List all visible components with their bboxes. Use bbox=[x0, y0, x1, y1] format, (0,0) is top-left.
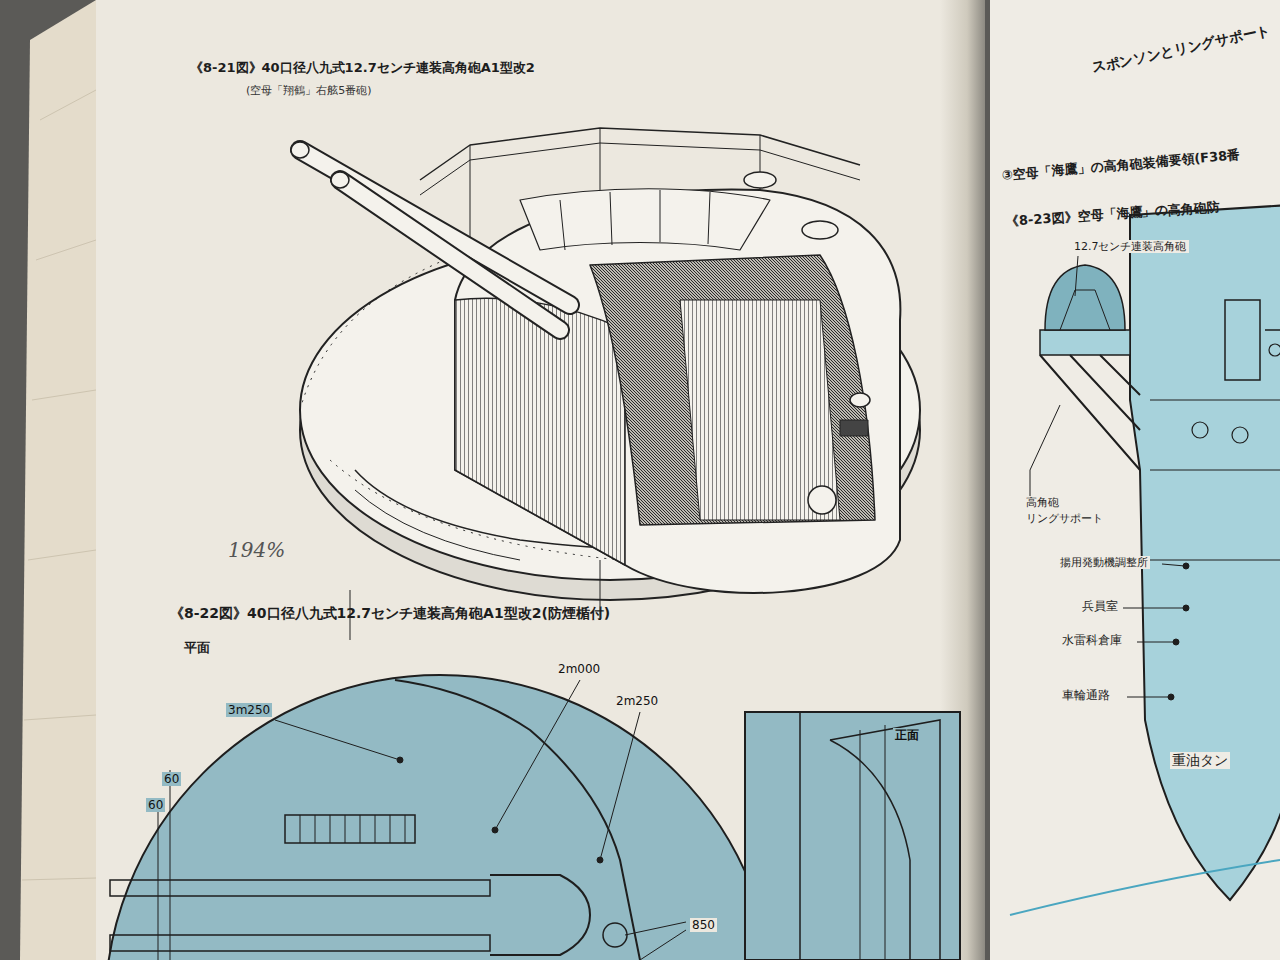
dimension-label: 2m000 bbox=[556, 662, 602, 676]
dimension-label: 2m250 bbox=[614, 694, 660, 708]
section-heading: スポンソンとリングサポート bbox=[1088, 22, 1273, 77]
figure-caption: 《8-23図》空母「海鷹」の高角砲防 bbox=[1003, 199, 1222, 230]
part-label: 重油タン bbox=[1170, 752, 1230, 769]
part-label: 高角砲 bbox=[1024, 496, 1061, 509]
dimension-label: 60 bbox=[146, 798, 165, 812]
section-heading: ③空母「海鷹」の高角砲装備要領(F38番 bbox=[999, 147, 1242, 184]
part-label: 兵員室 bbox=[1080, 599, 1120, 613]
view-label: 正面 bbox=[893, 728, 921, 742]
turret-illustration bbox=[291, 128, 920, 640]
part-label: 車輪通路 bbox=[1060, 688, 1112, 702]
part-label: 水雷科倉庫 bbox=[1060, 633, 1124, 647]
part-label: 揚用発動機調整所 bbox=[1058, 556, 1150, 569]
view-label: 平面 bbox=[182, 640, 212, 656]
dimension-label: 850 bbox=[690, 918, 717, 932]
plan-view bbox=[105, 675, 775, 960]
sponson-drawing bbox=[1010, 205, 1280, 915]
page-edges bbox=[20, 0, 96, 960]
dimension-label: 3m250 bbox=[226, 703, 272, 717]
front-view bbox=[745, 712, 960, 960]
figure-subcaption: (空母「翔鶴」右舷5番砲) bbox=[244, 84, 374, 97]
part-label: リングサポート bbox=[1024, 512, 1105, 525]
dimension-label: 60 bbox=[162, 772, 181, 786]
figure-caption: 《8-22図》40口径八九式12.7センチ連装高角砲A1型改2(防煙楯付) bbox=[168, 605, 612, 622]
figure-caption: 《8-21図》40口径八九式12.7センチ連装高角砲A1型改2 bbox=[188, 60, 537, 76]
part-label: 12.7センチ連装高角砲 bbox=[1072, 240, 1189, 253]
handwritten-note: 194% bbox=[226, 538, 287, 562]
